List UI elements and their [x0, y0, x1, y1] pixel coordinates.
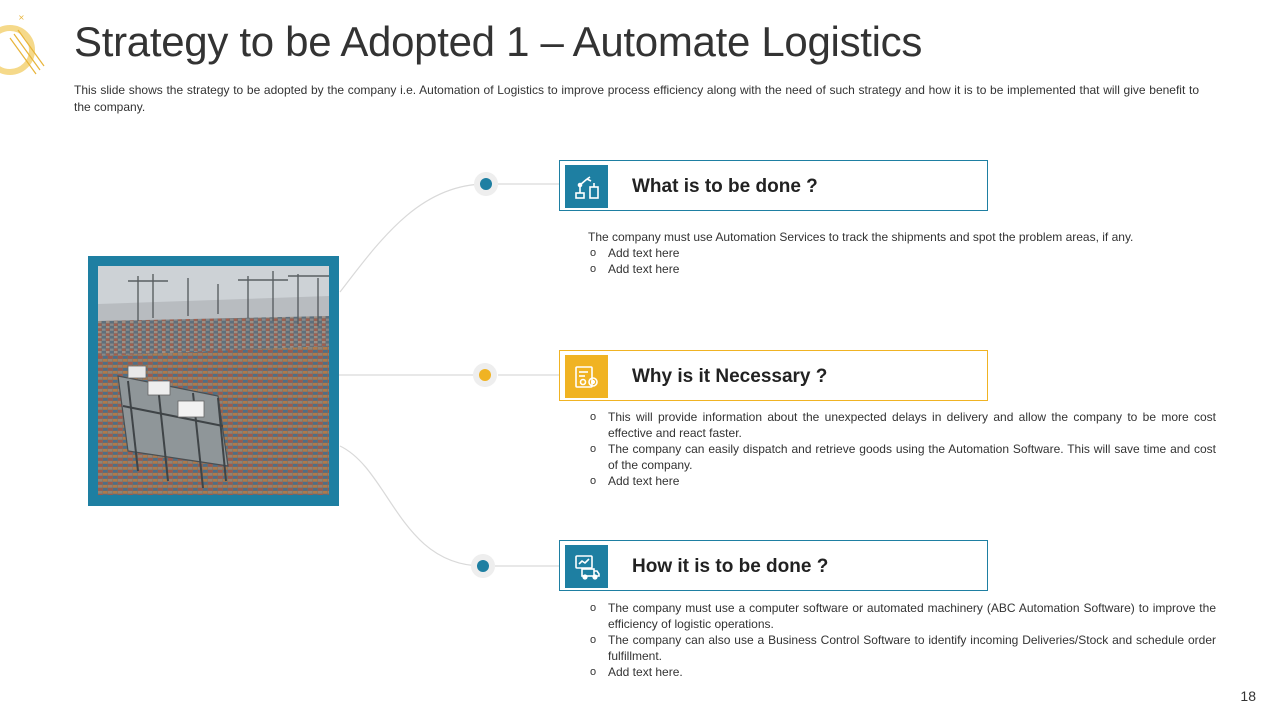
list-item: This will provide information about the …: [588, 409, 1216, 441]
page-number: 18: [1240, 688, 1256, 704]
bullet-list: This will provide information about the …: [588, 409, 1216, 489]
section-card-what: What is to be done ?: [559, 160, 988, 211]
port-photo: [98, 266, 329, 495]
page-subtitle: This slide shows the strategy to be adop…: [74, 83, 1199, 114]
section-card-how: How it is to be done ?: [559, 540, 988, 591]
list-item: Add text here: [588, 473, 1216, 489]
bullet-list: Add text here Add text here: [588, 245, 1216, 277]
node-dot-2: [473, 363, 497, 387]
list-item: Add text here.: [588, 664, 1216, 680]
robot-arm-icon: [565, 165, 608, 208]
page-title: Strategy to be Adopted 1 – Automate Logi…: [74, 18, 923, 65]
section-heading: Why is it Necessary ?: [632, 366, 828, 387]
list-item: Add text here: [588, 245, 1216, 261]
list-item: The company can also use a Business Cont…: [588, 632, 1216, 664]
list-item: The company must use a computer software…: [588, 600, 1216, 632]
list-item: Add text here: [588, 261, 1216, 277]
logo-icon: ×: [0, 13, 45, 75]
bullet-list: The company must use a computer software…: [588, 600, 1216, 680]
svg-text:×: ×: [18, 13, 25, 22]
node-dot-1: [474, 172, 498, 196]
section-heading: What is to be done ?: [632, 176, 818, 197]
truck-screen-icon: [565, 545, 608, 588]
node-dot-3: [471, 554, 495, 578]
section-body-why: This will provide information about the …: [588, 409, 1216, 489]
section-body-what: The company must use Automation Services…: [588, 229, 1216, 277]
section-heading: How it is to be done ?: [632, 556, 829, 577]
list-item: The company can easily dispatch and retr…: [588, 441, 1216, 473]
section-lead: The company must use Automation Services…: [588, 230, 1134, 244]
section-body-how: The company must use a computer software…: [588, 600, 1216, 680]
section-card-why: Why is it Necessary ?: [559, 350, 988, 401]
gear-document-icon: [565, 355, 608, 398]
